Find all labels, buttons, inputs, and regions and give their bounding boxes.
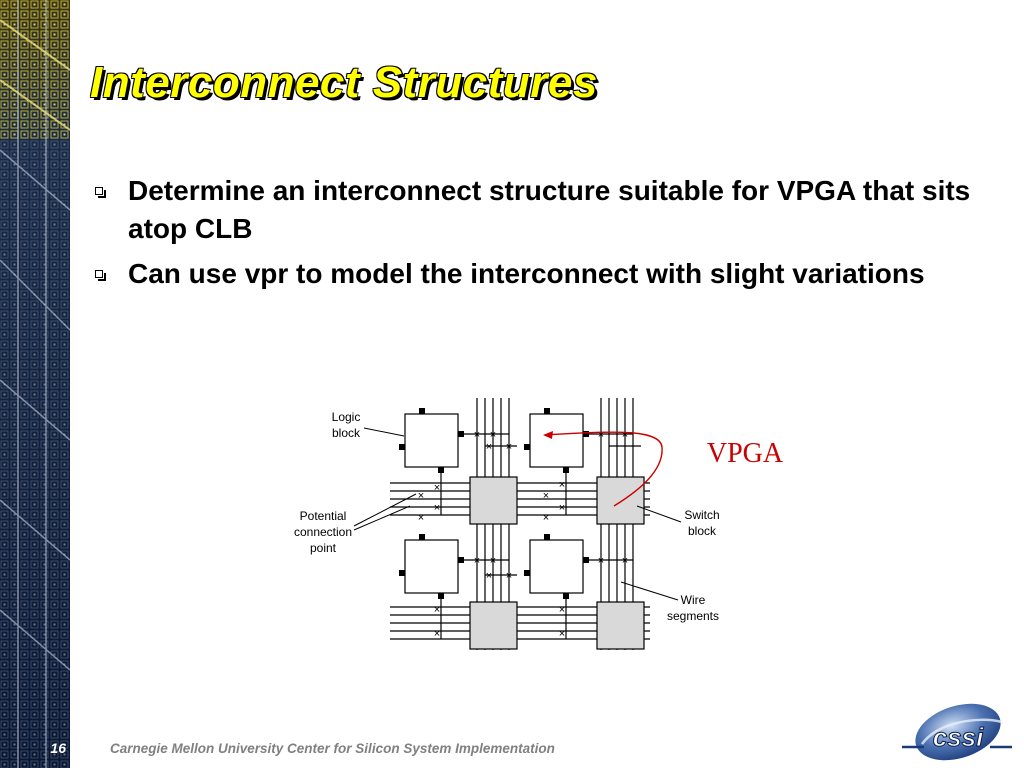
footer-text: Carnegie Mellon University Center for Si…: [110, 741, 555, 756]
label-connection-point-line2: connection: [294, 525, 352, 539]
logic-block: [404, 413, 459, 468]
label-connection-point-line3: point: [310, 541, 337, 555]
svg-text:×: ×: [622, 429, 628, 441]
vpga-annotation-curve: [544, 431, 663, 507]
svg-text:×: ×: [434, 628, 440, 640]
svg-text:×: ×: [559, 502, 565, 514]
svg-text:×: ×: [543, 512, 549, 524]
switch-block: [596, 476, 645, 525]
decorative-side-strip: [0, 0, 70, 768]
svg-text:×: ×: [486, 570, 492, 582]
svg-text:×: ×: [490, 429, 496, 441]
logic-block-pins: [399, 408, 589, 599]
square-bullet-icon: [95, 187, 106, 198]
logic-block: [529, 413, 584, 468]
svg-text:×: ×: [434, 482, 440, 494]
circuit-pattern-image: [0, 0, 70, 768]
label-switch-block-line1: Switch: [684, 508, 719, 522]
label-wire-segments-line2: segments: [667, 609, 719, 623]
svg-text:×: ×: [418, 512, 424, 524]
svg-text:×: ×: [506, 570, 512, 582]
page-number: 16: [50, 740, 66, 756]
bullet-text: Can use vpr to model the interconnect wi…: [128, 258, 925, 289]
label-logic-block-line1: Logic: [332, 410, 361, 424]
svg-text:cssi: cssi: [933, 722, 984, 752]
switch-block: [469, 476, 518, 525]
svg-text:×: ×: [559, 604, 565, 616]
logic-block: [529, 539, 584, 594]
connection-point-marks: ×××× ×× ×××× ×× ×××× ×××× ×× ××: [418, 429, 628, 640]
svg-text:×: ×: [559, 479, 565, 491]
svg-text:×: ×: [506, 441, 512, 453]
svg-text:×: ×: [559, 628, 565, 640]
svg-text:×: ×: [543, 490, 549, 502]
svg-text:×: ×: [486, 441, 492, 453]
switch-block: [469, 601, 518, 650]
label-connection-point-line1: Potential: [300, 509, 347, 523]
label-wire-segments-line1: Wire: [681, 593, 706, 607]
logic-block: [404, 539, 459, 594]
square-bullet-icon: [95, 270, 106, 281]
bullet-text: Determine an interconnect structure suit…: [128, 175, 971, 244]
svg-text:×: ×: [622, 555, 628, 567]
bullet-item: Determine an interconnect structure suit…: [92, 172, 972, 248]
svg-text:×: ×: [418, 490, 424, 502]
svg-text:×: ×: [598, 429, 604, 441]
bullet-list: Determine an interconnect structure suit…: [92, 172, 972, 300]
cssi-logo: cssi: [902, 703, 1012, 761]
svg-text:×: ×: [474, 429, 480, 441]
label-switch-block-line2: block: [688, 524, 717, 538]
interconnect-diagram: ×××× ×× ×××× ×× ×××× ×××× ×× ×× Logic bl…: [294, 398, 784, 650]
svg-text:×: ×: [434, 604, 440, 616]
svg-text:×: ×: [434, 502, 440, 514]
bullet-item: Can use vpr to model the interconnect wi…: [92, 255, 972, 293]
vpga-annotation-label: VPGA: [707, 438, 784, 469]
switch-block: [596, 601, 645, 650]
svg-text:×: ×: [598, 555, 604, 567]
label-logic-block-line2: block: [332, 426, 361, 440]
arrow-head-icon: [543, 431, 553, 439]
svg-text:×: ×: [474, 555, 480, 567]
slide-title: Interconnect Structures: [90, 58, 598, 107]
svg-text:×: ×: [490, 555, 496, 567]
